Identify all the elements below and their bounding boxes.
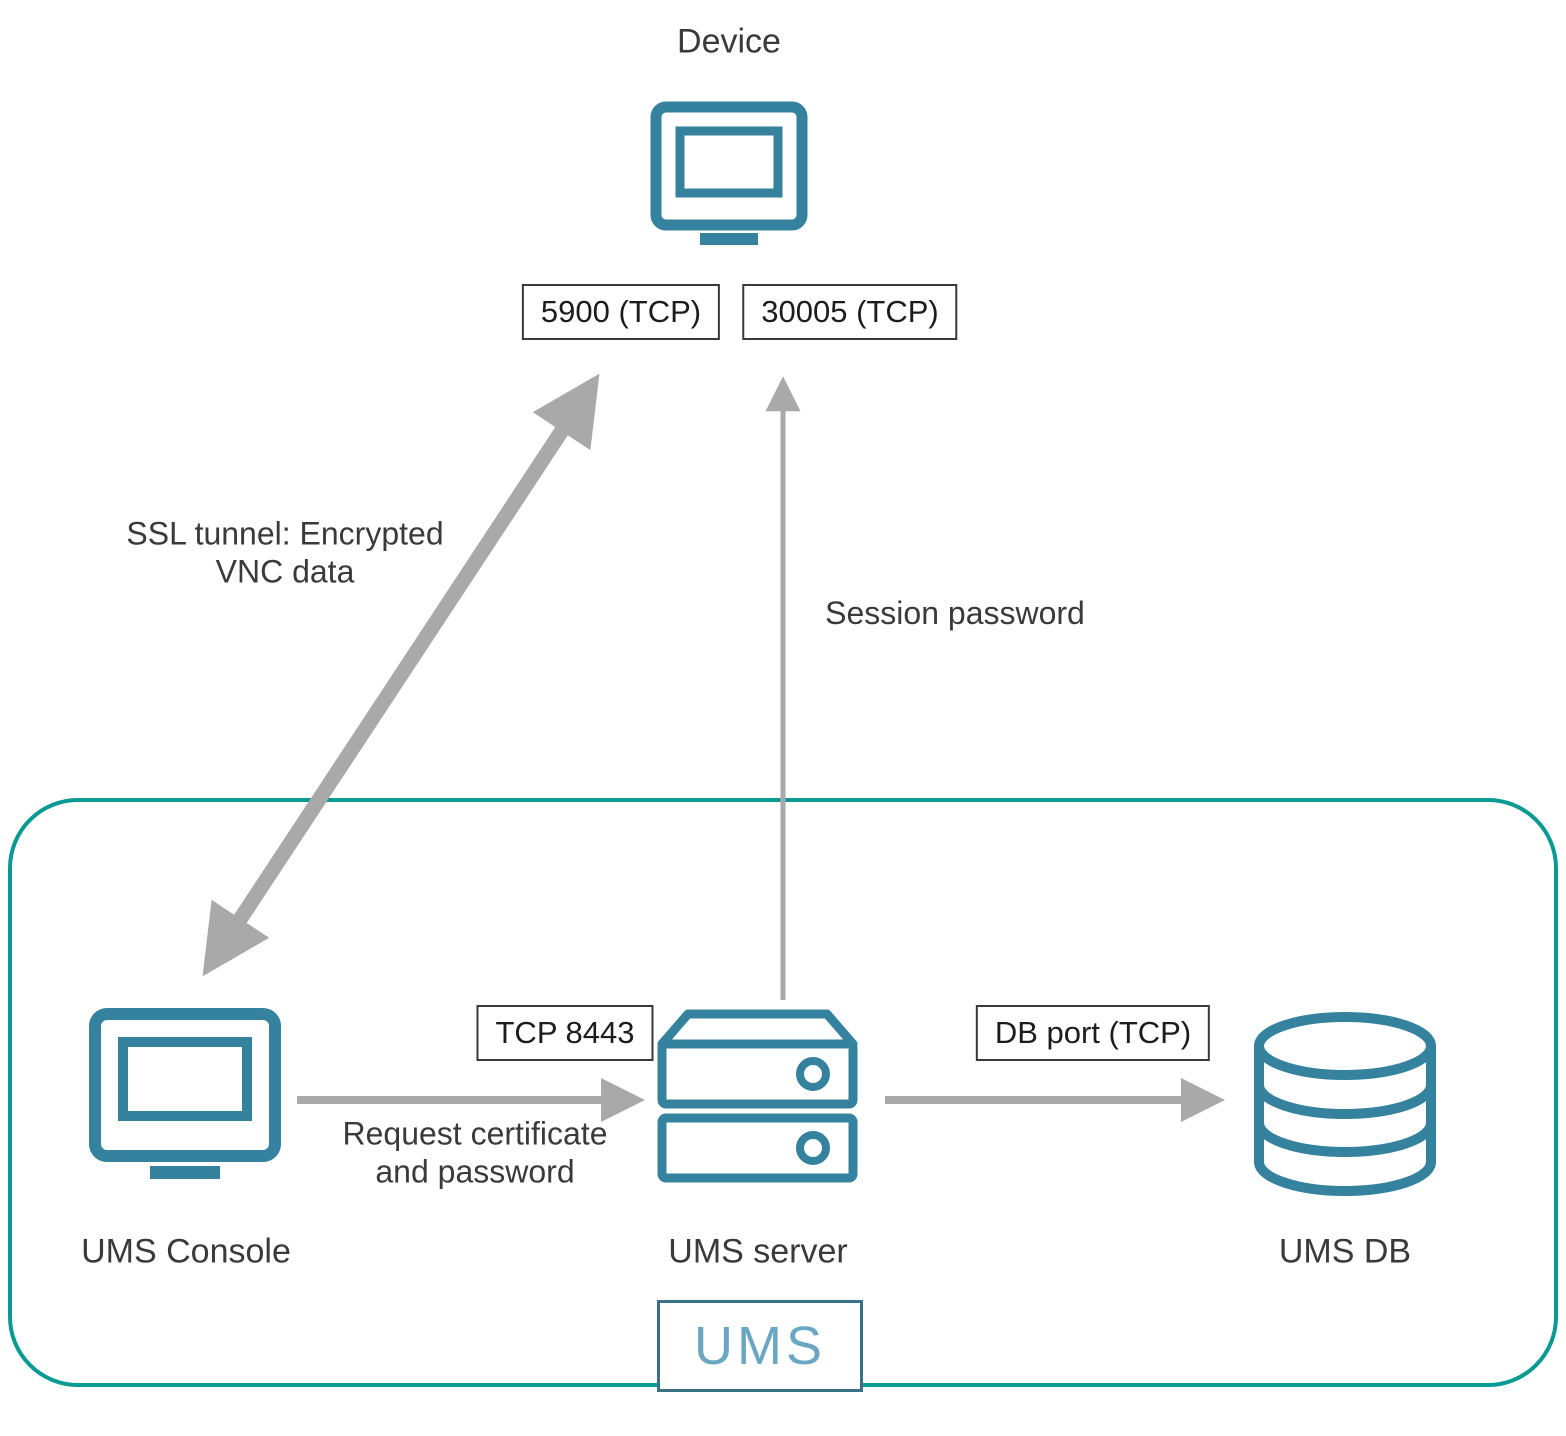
ums-db-label: UMS DB [1278,1232,1412,1271]
ssl-tunnel-label: SSL tunnel: Encrypted VNC data [126,515,444,590]
ums-db-icon [1254,1012,1436,1196]
ums-boundary-badge: UMS [657,1300,863,1392]
session-password-label: Session password [825,594,1085,631]
device-label: Device [677,22,781,61]
port-db-box: DB port (TCP) [975,1005,1211,1061]
device-icon [650,101,808,245]
ums-server-label: UMS server [668,1232,848,1271]
port-5900-box: 5900 (TCP) [521,284,721,340]
request-certificate-label: Request certificate and password [342,1115,608,1190]
ums-console-icon [89,1008,281,1179]
port-30005-box: 30005 (TCP) [742,284,958,340]
ums-server-icon [657,1009,858,1183]
ums-console-label: UMS Console [81,1232,291,1271]
ssl-tunnel-arrow [202,373,600,977]
port-tcp8443-box: TCP 8443 [476,1005,654,1061]
